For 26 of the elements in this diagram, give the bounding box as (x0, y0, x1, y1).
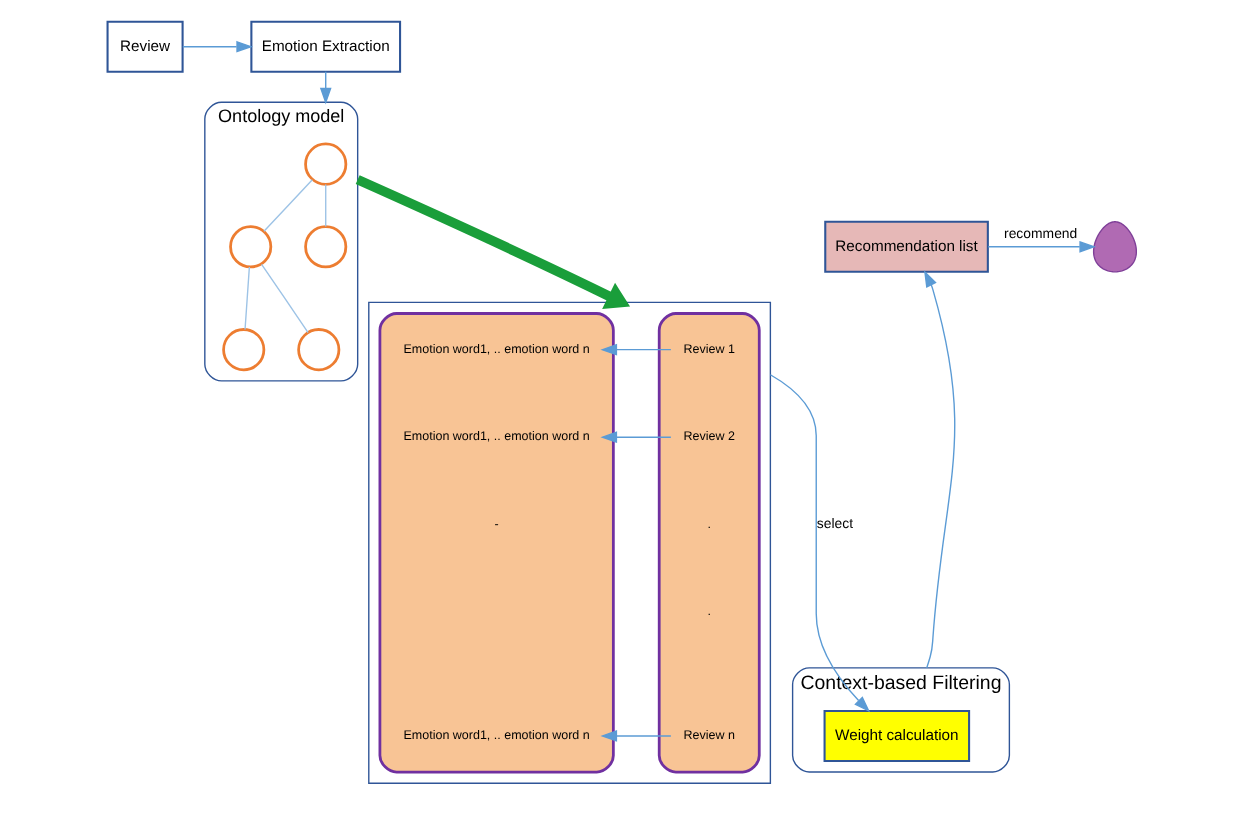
arrow (599, 730, 671, 742)
node-circle (221, 328, 265, 372)
connector (259, 263, 308, 334)
cluster: Ontology model (203, 101, 358, 382)
cluster (656, 312, 760, 774)
node-circle (296, 328, 340, 372)
arrow (768, 374, 870, 713)
node-circle (303, 142, 347, 186)
node-circle (303, 225, 347, 269)
node-box: Emotion Extraction (249, 20, 401, 73)
arrow (986, 240, 1096, 253)
node-box: Weight calculation (822, 709, 970, 762)
arrow (923, 270, 955, 669)
arrow (599, 431, 671, 443)
arrow (181, 40, 253, 53)
node-box: Recommendation list (823, 220, 988, 273)
connector (243, 266, 250, 331)
arrow (599, 343, 671, 356)
connector (262, 179, 312, 232)
node-circle (228, 225, 272, 269)
node-person (1091, 221, 1137, 273)
connector (324, 183, 326, 228)
cluster (377, 312, 614, 774)
node-box: Review (105, 20, 183, 73)
cluster (367, 301, 771, 784)
arrow (354, 175, 630, 310)
